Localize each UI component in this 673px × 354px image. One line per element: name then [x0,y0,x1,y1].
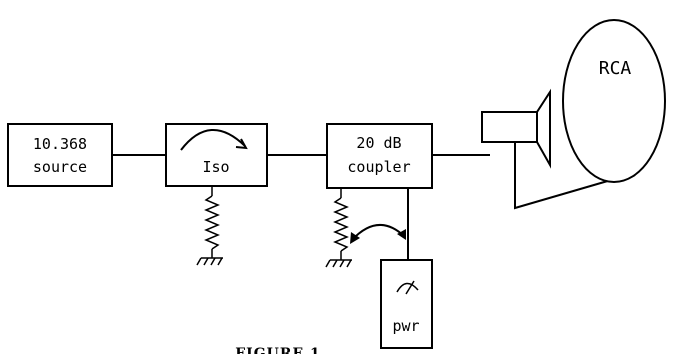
meter-dial-icon [396,282,419,293]
feed-horn-icon [481,88,551,169]
source-label-line1: 10.368 [33,135,87,153]
isolator-load-resistor-icon [196,186,223,266]
coupler-load-resistor-icon [325,188,352,268]
rca-dish: RCA [562,19,666,183]
power-meter-label: pwr [392,317,419,335]
isolator-label: Iso [202,158,229,176]
feed-support-strut [514,142,619,210]
isolator-block: Iso [165,123,268,187]
source-label-line2: source [33,158,87,176]
coupler-label-line1: 20 dB [356,134,401,152]
figure-caption: FIGURE 1 [235,346,321,354]
coupler-block: 20 dB coupler [326,123,433,189]
isolator-arrow-icon [180,129,246,151]
source-block: 10.368 source [7,123,113,187]
dish-label: RCA [599,58,632,79]
coupler-label-line2: coupler [347,158,410,176]
switch-arrow-icon [350,223,406,244]
power-meter-block: pwr [380,259,433,349]
